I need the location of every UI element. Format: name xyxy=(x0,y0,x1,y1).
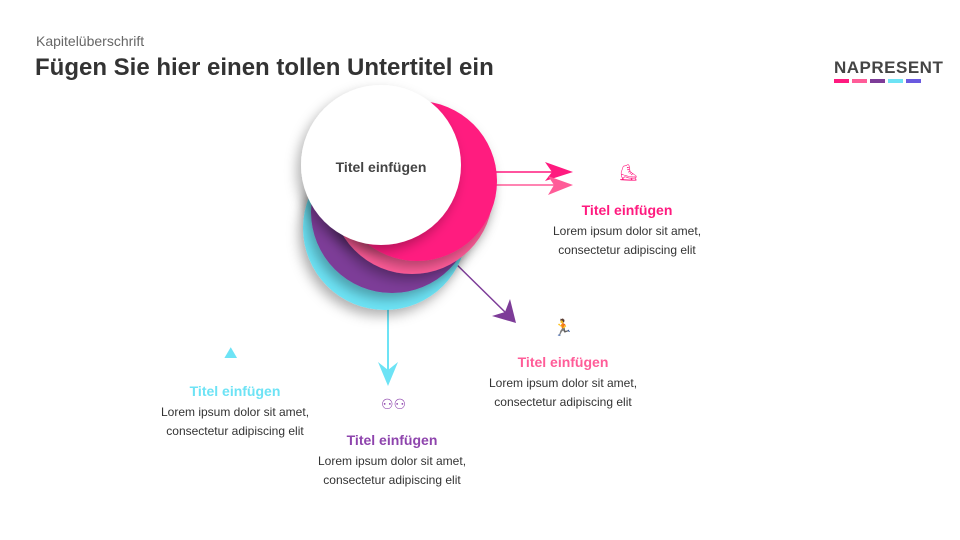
item-1: Titel einfügen Lorem ipsum dolor sit ame… xyxy=(527,201,727,260)
center-label: Titel einfügen xyxy=(336,159,427,175)
item-text: consectetur adipiscing elit xyxy=(323,473,461,487)
item-text: Lorem ipsum dolor sit amet, xyxy=(160,405,310,419)
logo-text: NAPRESENT xyxy=(834,58,944,77)
light-pink-arrowhead xyxy=(548,176,573,195)
slide-subtitle: Fügen Sie hier einen tollen Untertitel e… xyxy=(35,54,494,81)
meeting-icon: ⚇⚇ xyxy=(381,396,407,412)
cyan-arrowhead xyxy=(378,362,398,386)
chapter-heading: Kapitelüberschrift xyxy=(36,33,145,49)
item-text: Lorem ipsum dolor sit amet, xyxy=(317,454,467,468)
purple-arrowhead xyxy=(492,299,516,323)
item-2: Titel einfügen Lorem ipsum dolor sit ame… xyxy=(463,353,663,412)
item-title: Titel einfügen xyxy=(346,432,438,448)
road-icon: ⛰ xyxy=(224,345,238,362)
pink-arrowhead xyxy=(545,162,573,181)
item-title: Titel einfügen xyxy=(517,354,609,370)
item-text: consectetur adipiscing elit xyxy=(558,243,696,257)
item-3: Titel einfügen Lorem ipsum dolor sit ame… xyxy=(292,431,492,490)
item-title: Titel einfügen xyxy=(581,202,673,218)
hurdler-icon: 🏃 xyxy=(553,320,573,337)
item-text: Lorem ipsum dolor sit amet, xyxy=(488,376,638,390)
item-title: Titel einfügen xyxy=(189,383,281,399)
skater-icon: ⛸ xyxy=(618,165,639,182)
item-4: Titel einfügen Lorem ipsum dolor sit ame… xyxy=(135,382,335,441)
item-text: consectetur adipiscing elit xyxy=(166,424,304,438)
purple-arrow-line xyxy=(449,257,509,316)
logo-color-bars xyxy=(834,79,926,83)
logo: NAPRESENT xyxy=(834,58,944,83)
item-text: Lorem ipsum dolor sit amet, xyxy=(552,224,702,238)
item-text: consectetur adipiscing elit xyxy=(494,395,632,409)
center-circle xyxy=(301,85,461,245)
